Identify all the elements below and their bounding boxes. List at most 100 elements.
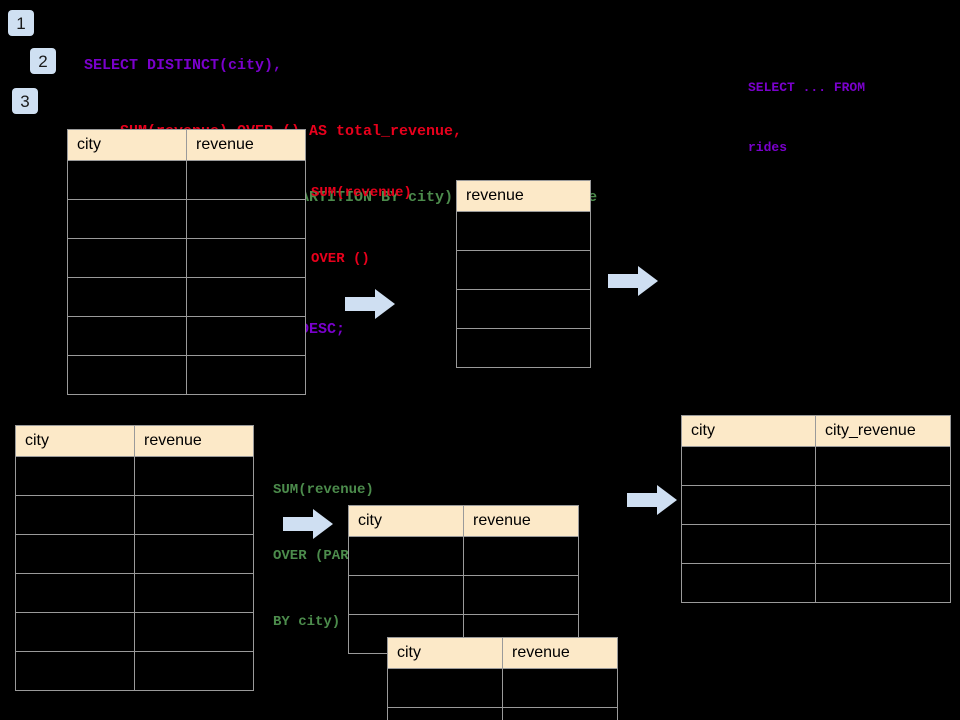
table-row <box>681 446 951 486</box>
table-row <box>15 651 254 691</box>
cell-city-revenue <box>815 524 951 564</box>
table-row <box>348 575 579 615</box>
cell-city <box>681 524 816 564</box>
column-header-city: city <box>387 637 503 669</box>
cell-city <box>15 534 135 574</box>
column-header-revenue: revenue <box>186 129 306 161</box>
cell-revenue <box>134 456 254 496</box>
cell-revenue <box>134 534 254 574</box>
cell-revenue <box>134 612 254 652</box>
cell-revenue <box>456 211 591 251</box>
table-row <box>681 485 951 525</box>
cell-city <box>348 575 464 615</box>
cell-revenue <box>134 651 254 691</box>
cell-city <box>67 160 187 200</box>
step-badge-1[interactable]: 1 <box>8 10 34 36</box>
column-header-city: city <box>348 505 464 537</box>
table-source-bottom: city revenue <box>15 425 254 691</box>
sql-summary-line-1: SELECT ... FROM <box>748 80 866 95</box>
cell-city <box>67 277 187 317</box>
sql-line-select: SELECT DISTINCT(city), <box>84 57 283 74</box>
table-source-top-header-row: city revenue <box>67 129 306 161</box>
table-partition-back-header-row: city revenue <box>348 505 579 537</box>
column-header-revenue: revenue <box>456 180 591 212</box>
cell-revenue <box>463 536 579 576</box>
table-row <box>387 707 618 720</box>
table-row <box>15 612 254 652</box>
column-header-city: city <box>681 415 816 447</box>
cell-city <box>681 563 816 603</box>
table-row <box>348 536 579 576</box>
cell-revenue <box>456 328 591 368</box>
cell-revenue <box>502 707 618 720</box>
column-header-city: city <box>15 425 135 457</box>
table-revenue-only-header-row: revenue <box>456 180 591 212</box>
sql-summary-label: SELECT ... FROM rides <box>748 38 865 198</box>
annotation-city-revenue-line-1: SUM(revenue) <box>273 482 374 498</box>
table-row <box>15 456 254 496</box>
table-row <box>681 563 951 603</box>
cell-city <box>15 456 135 496</box>
cell-revenue <box>134 573 254 613</box>
table-row <box>456 328 591 368</box>
column-header-revenue: revenue <box>502 637 618 669</box>
annotation-city-revenue-line-3: BY city) <box>273 614 341 630</box>
table-result: city city_revenue <box>681 415 951 603</box>
cell-city <box>67 199 187 239</box>
cell-city <box>67 238 187 278</box>
annotation-city-revenue: SUM(revenue) OVER (PARTITION BY city) <box>273 435 399 677</box>
sql-summary-line-2: rides <box>748 140 788 155</box>
cell-revenue <box>186 355 306 395</box>
table-row <box>67 199 306 239</box>
table-partition-front-header-row: city revenue <box>387 637 618 669</box>
table-row <box>67 316 306 356</box>
annotation-total-revenue-line-2: OVER () <box>311 251 370 267</box>
step-badge-2-label: 2 <box>38 51 48 71</box>
cell-revenue <box>456 250 591 290</box>
cell-city-revenue <box>815 485 951 525</box>
arrow-icon-source-to-revenue <box>345 289 395 319</box>
table-row <box>456 250 591 290</box>
cell-city <box>348 536 464 576</box>
cell-revenue <box>186 199 306 239</box>
arrow-icon-source-to-partition <box>283 509 333 539</box>
table-revenue-only: revenue <box>456 180 591 368</box>
cell-city-revenue <box>815 446 951 486</box>
column-header-revenue: revenue <box>134 425 254 457</box>
cell-city <box>67 316 187 356</box>
cell-revenue <box>134 495 254 535</box>
column-header-city-revenue: city_revenue <box>815 415 951 447</box>
cell-revenue <box>186 160 306 200</box>
table-row <box>15 573 254 613</box>
table-row <box>15 534 254 574</box>
column-header-city: city <box>67 129 187 161</box>
table-partition-front: city revenue <box>387 637 618 720</box>
annotation-total-revenue: SUM(revenue) OVER () <box>311 138 412 314</box>
table-row <box>456 289 591 329</box>
cell-revenue <box>186 316 306 356</box>
column-header-revenue: revenue <box>463 505 579 537</box>
step-badge-3-label: 3 <box>20 91 30 111</box>
step-badge-3[interactable]: 3 <box>12 88 38 114</box>
table-result-header-row: city city_revenue <box>681 415 951 447</box>
arrow-icon-partition-to-result <box>627 485 677 515</box>
step-badge-2[interactable]: 2 <box>30 48 56 74</box>
cell-city <box>15 573 135 613</box>
cell-revenue <box>502 668 618 708</box>
annotation-total-revenue-line-1: SUM(revenue) <box>311 185 412 201</box>
table-row <box>67 160 306 200</box>
cell-city <box>681 446 816 486</box>
table-row <box>387 668 618 708</box>
cell-city <box>387 668 503 708</box>
table-row <box>67 277 306 317</box>
cell-city <box>15 651 135 691</box>
cell-revenue <box>186 238 306 278</box>
cell-city <box>387 707 503 720</box>
table-row <box>15 495 254 535</box>
table-partition-back: city revenue <box>348 505 579 654</box>
table-source-bottom-header-row: city revenue <box>15 425 254 457</box>
arrow-icon-revenue-to-result <box>608 266 658 296</box>
cell-city <box>67 355 187 395</box>
table-row <box>67 355 306 395</box>
